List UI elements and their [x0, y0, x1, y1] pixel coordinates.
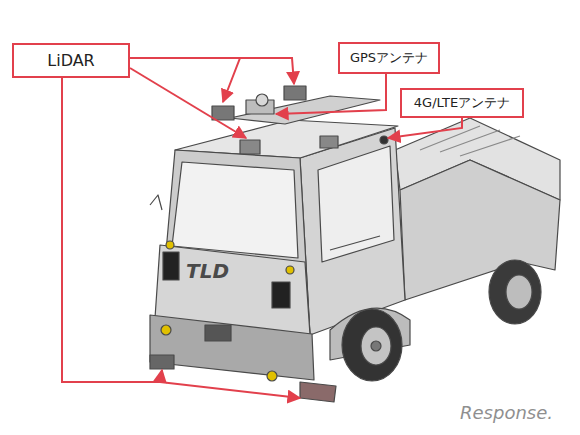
callout-label: 4G/LTEアンテナ	[414, 94, 510, 112]
callout-label: GPSアンテナ	[350, 49, 428, 67]
watermark: Response.	[460, 402, 553, 423]
logo-text: TLD	[186, 259, 229, 283]
callout-box: GPSアンテナ	[338, 42, 440, 74]
callout-box: 4G/LTEアンテナ	[400, 88, 524, 118]
callout-box: LiDAR	[12, 43, 130, 78]
callout-label: LiDAR	[47, 51, 94, 70]
